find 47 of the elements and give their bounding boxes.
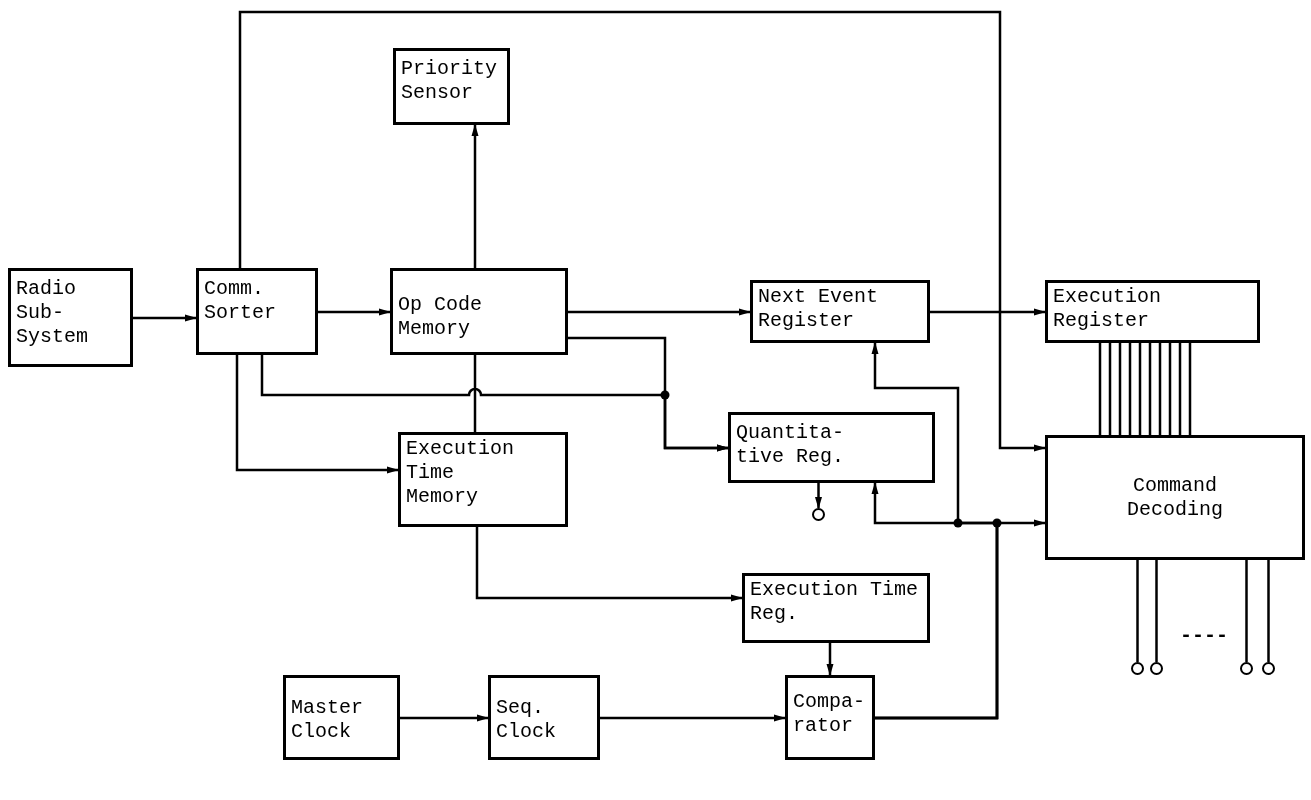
block-label: Compa- rator (793, 690, 866, 738)
block-label: Comm. Sorter (204, 277, 277, 325)
block-label: Execution Time Reg. (750, 578, 920, 626)
connector-arrow (318, 308, 391, 316)
block-box (728, 412, 935, 483)
block-label: Execution Time Memory (406, 437, 516, 509)
connector-arrow (260, 355, 729, 452)
terminal-circle (1240, 662, 1253, 675)
terminal-circle (812, 508, 825, 521)
block-box (742, 573, 930, 643)
connector-arrow (133, 314, 197, 322)
block-box (8, 268, 133, 367)
block-box (488, 675, 600, 760)
connector-arrow (815, 483, 822, 509)
terminal-circle (1131, 662, 1144, 675)
block-box (196, 268, 318, 355)
connector-arrow (826, 643, 834, 676)
connector-arrow (600, 714, 786, 722)
block-label: Master Clock (291, 696, 364, 744)
block-box (785, 675, 875, 760)
block-box (393, 48, 510, 125)
connector-arrow (238, 10, 1046, 452)
connector-arrow (871, 482, 999, 720)
connector-arrow (475, 527, 743, 602)
terminal-circle (1262, 662, 1275, 675)
ellipsis-label: ---- (1180, 626, 1228, 646)
terminal-circle (1150, 662, 1163, 675)
connector-arrow (235, 355, 399, 474)
block-box (1045, 280, 1260, 343)
block-label: Priority Sensor (401, 57, 498, 105)
block-box (283, 675, 400, 760)
connector-arrow (471, 124, 479, 268)
connector-arrow (1098, 341, 1192, 437)
block-box (1045, 435, 1305, 560)
block-label: Command Decoding (1126, 473, 1224, 522)
block-label: Execution Register (1053, 285, 1163, 333)
block-label: Next Event Register (758, 285, 880, 333)
block-box (398, 432, 568, 527)
block-label: Seq. Clock (496, 696, 557, 744)
block-label: Op Code Memory (398, 293, 483, 341)
block-box (390, 268, 568, 355)
block-label: Radio Sub- System (16, 277, 89, 349)
connector-arrow (930, 308, 1046, 316)
connector-arrow (400, 714, 489, 722)
block-label: Quantita- tive Reg. (736, 421, 846, 469)
block-box (750, 280, 930, 343)
connector-arrow (568, 308, 751, 316)
